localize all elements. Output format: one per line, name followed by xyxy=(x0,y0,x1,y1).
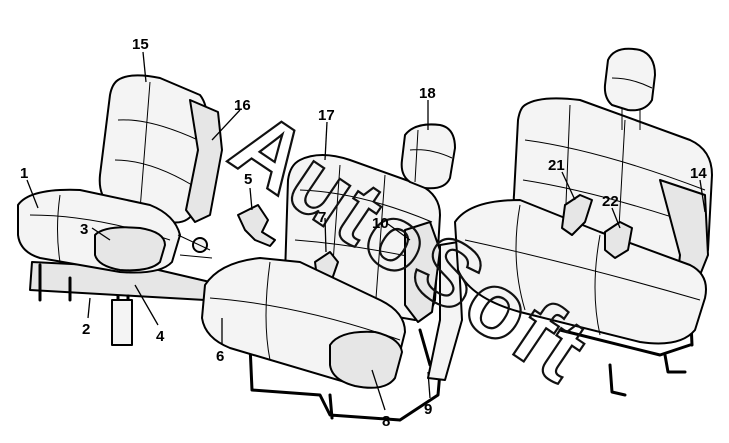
seatbelt-buckle-rear-right xyxy=(604,221,633,259)
callout-17: 17 xyxy=(318,107,335,124)
rear-bench-cushion xyxy=(454,199,707,345)
callout-14: 14 xyxy=(690,165,707,182)
rear-bench-assembly xyxy=(454,47,713,397)
middle-seat-bolster xyxy=(329,330,403,389)
callout-6: 6 xyxy=(216,348,224,365)
front-seat-bolster xyxy=(94,226,166,272)
callout-18: 18 xyxy=(419,85,436,102)
front-seat-backrest xyxy=(98,74,209,224)
callout-15: 15 xyxy=(132,36,149,53)
callout-3: 3 xyxy=(80,221,88,238)
middle-seat-side-panel xyxy=(404,221,441,323)
middle-headrest xyxy=(400,123,456,190)
callout-5: 5 xyxy=(244,171,252,188)
callout-10: 10 xyxy=(372,215,389,232)
front-seat-assembly xyxy=(17,74,223,346)
callout-4: 4 xyxy=(156,328,165,345)
callout-8: 8 xyxy=(382,413,390,430)
callout-16: 16 xyxy=(234,97,251,114)
callout-21: 21 xyxy=(548,157,565,174)
callout-22: 22 xyxy=(602,193,619,210)
callout-1: 1 xyxy=(20,165,28,182)
leader-lines xyxy=(26,51,706,411)
middle-seat-assembly xyxy=(201,123,463,422)
callout-9: 9 xyxy=(424,401,432,418)
front-seat-side-trim xyxy=(185,99,223,223)
callout-7: 7 xyxy=(318,209,326,226)
seatbelt-buckle-rear-left xyxy=(561,194,593,236)
callout-labels: 1 2 3 4 5 6 7 8 9 10 14 15 16 17 18 21 2… xyxy=(20,36,707,430)
seatbelt-buckle-left xyxy=(237,204,276,247)
callout-2: 2 xyxy=(82,321,90,338)
front-seat-rail-bracket xyxy=(111,299,133,346)
